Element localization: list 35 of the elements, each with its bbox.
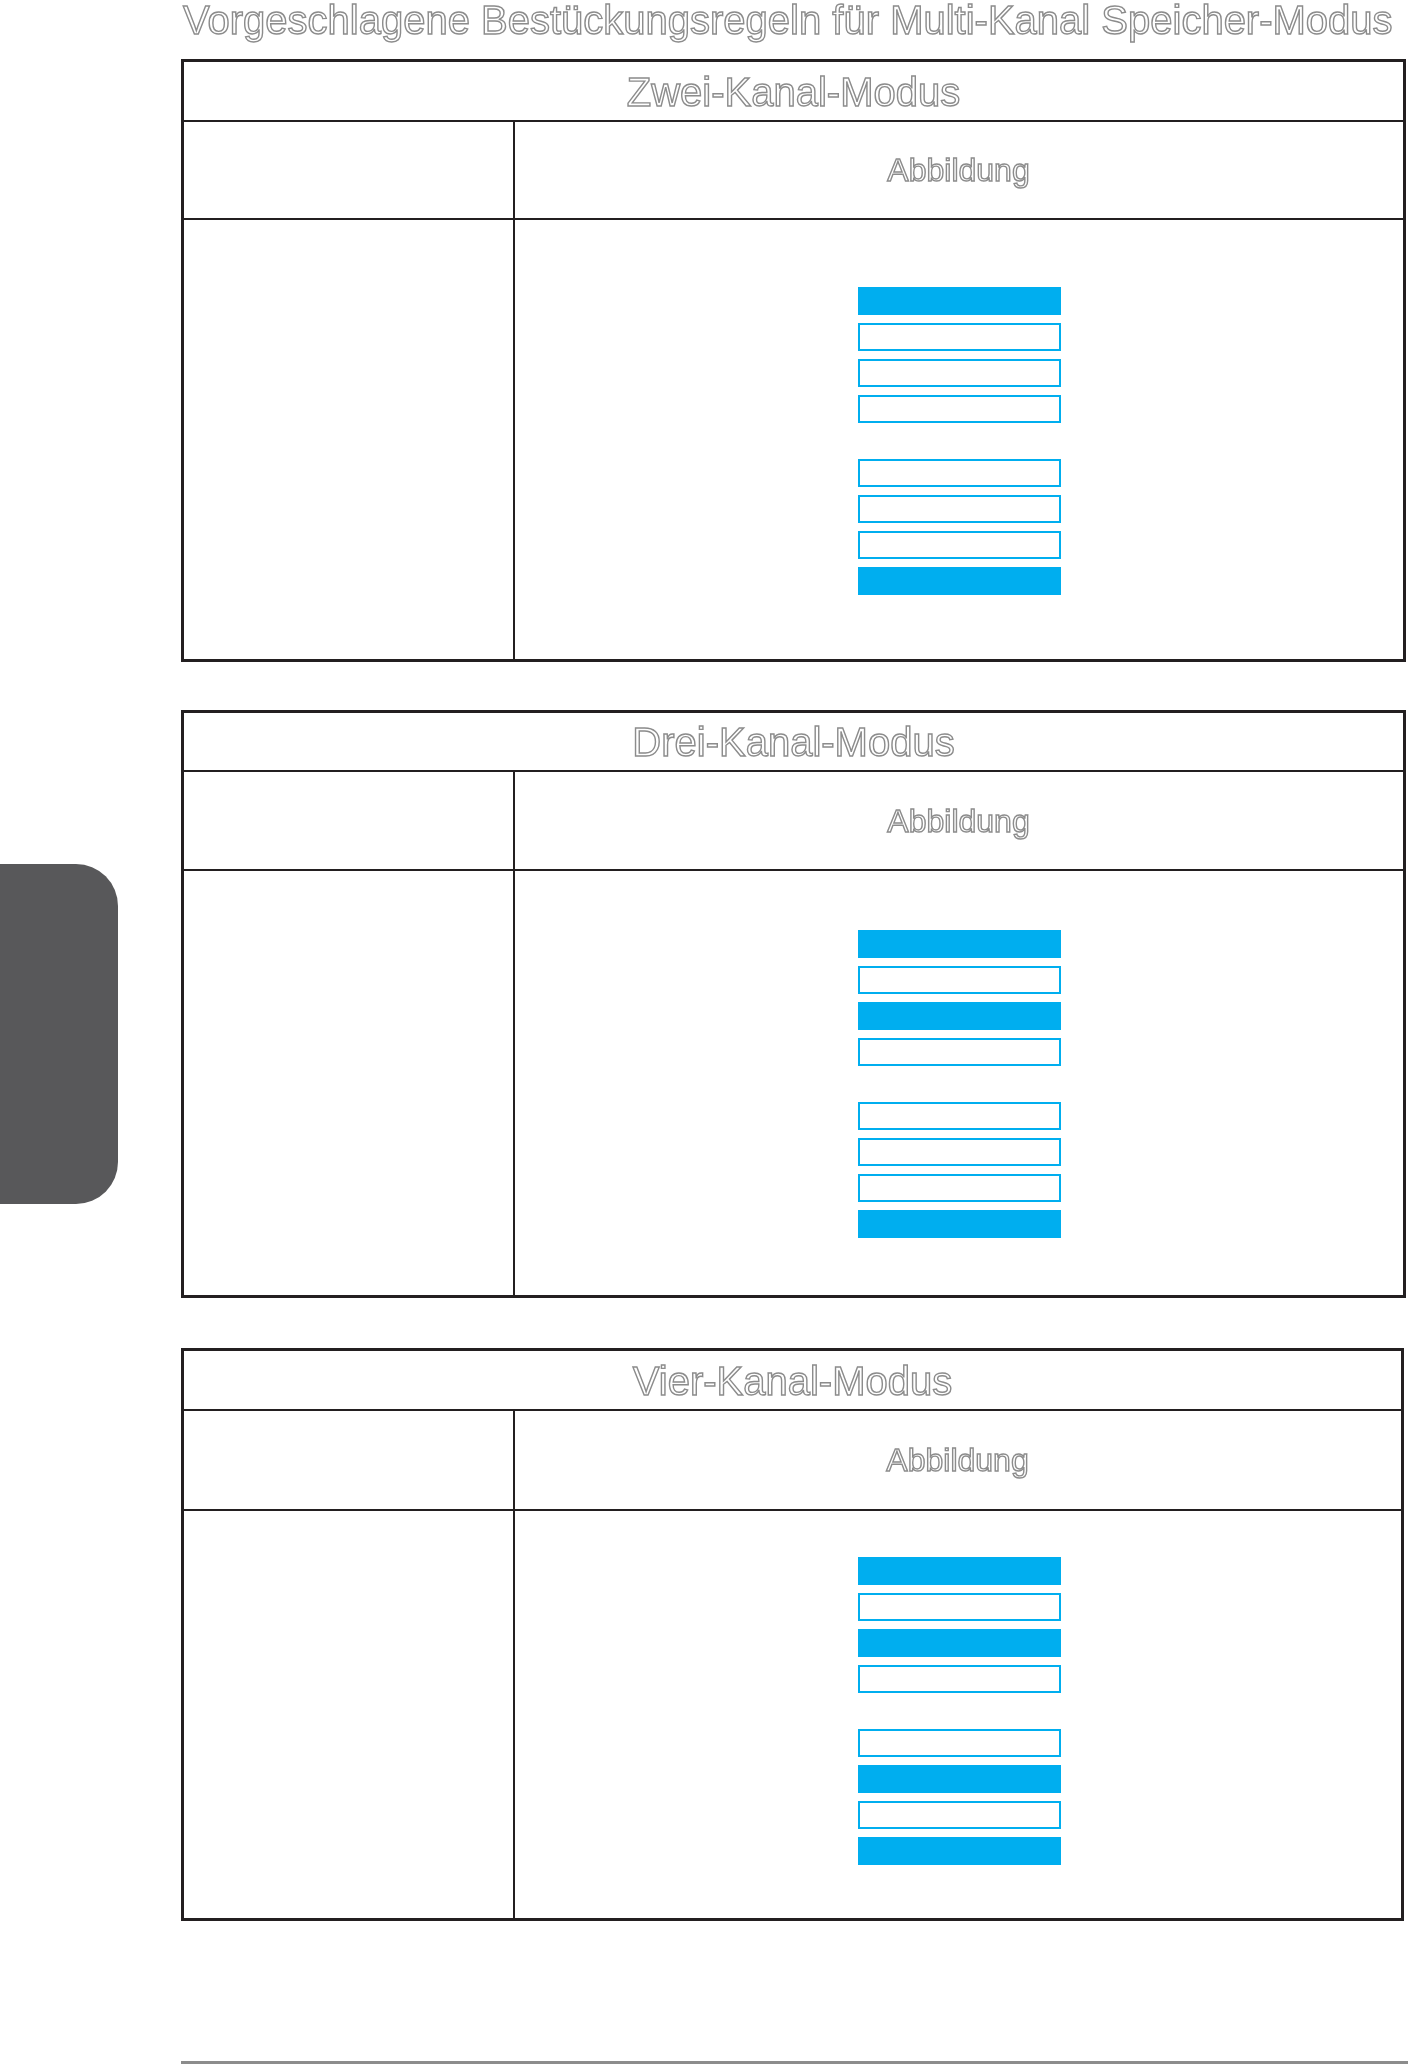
memory-table (181, 710, 1406, 1298)
memory-slot (858, 1138, 1061, 1166)
memory-slot (858, 1593, 1061, 1621)
memory-slot (858, 1210, 1061, 1238)
table-heading: Drei-Kanal-Modus (632, 719, 955, 765)
memory-slot (858, 930, 1061, 958)
memory-slot (858, 1729, 1061, 1757)
memory-table (181, 1348, 1404, 1921)
memory-slot (858, 359, 1061, 387)
column-heading: Abbildung (887, 802, 1030, 839)
page-title: Vorgeschlagene Bestückungsregeln für Multi-Kanal Speicher-Modus (183, 0, 1393, 43)
table-heading: Zwei-Kanal-Modus (626, 68, 961, 115)
memory-slot (858, 495, 1061, 523)
memory-slot (858, 1629, 1061, 1657)
memory-slot (858, 966, 1061, 994)
column-heading: Abbildung (886, 1441, 1029, 1479)
memory-slot (858, 1038, 1061, 1066)
memory-slot (858, 1002, 1061, 1030)
memory-slot (858, 323, 1061, 351)
memory-slot (858, 567, 1061, 595)
table-heading: Vier-Kanal-Modus (632, 1357, 953, 1404)
memory-slot (858, 287, 1061, 315)
column-heading: Abbildung (887, 151, 1030, 189)
memory-slot (858, 1174, 1061, 1202)
memory-slot (858, 531, 1061, 559)
memory-slot (858, 1557, 1061, 1585)
memory-slot (858, 1801, 1061, 1829)
memory-slot (858, 1665, 1061, 1693)
memory-slot (858, 1102, 1061, 1130)
memory-slot (858, 1837, 1061, 1865)
memory-table (181, 59, 1406, 662)
memory-slot (858, 459, 1061, 487)
memory-slot (858, 395, 1061, 423)
memory-slot (858, 1765, 1061, 1793)
side-tab (0, 864, 118, 1204)
